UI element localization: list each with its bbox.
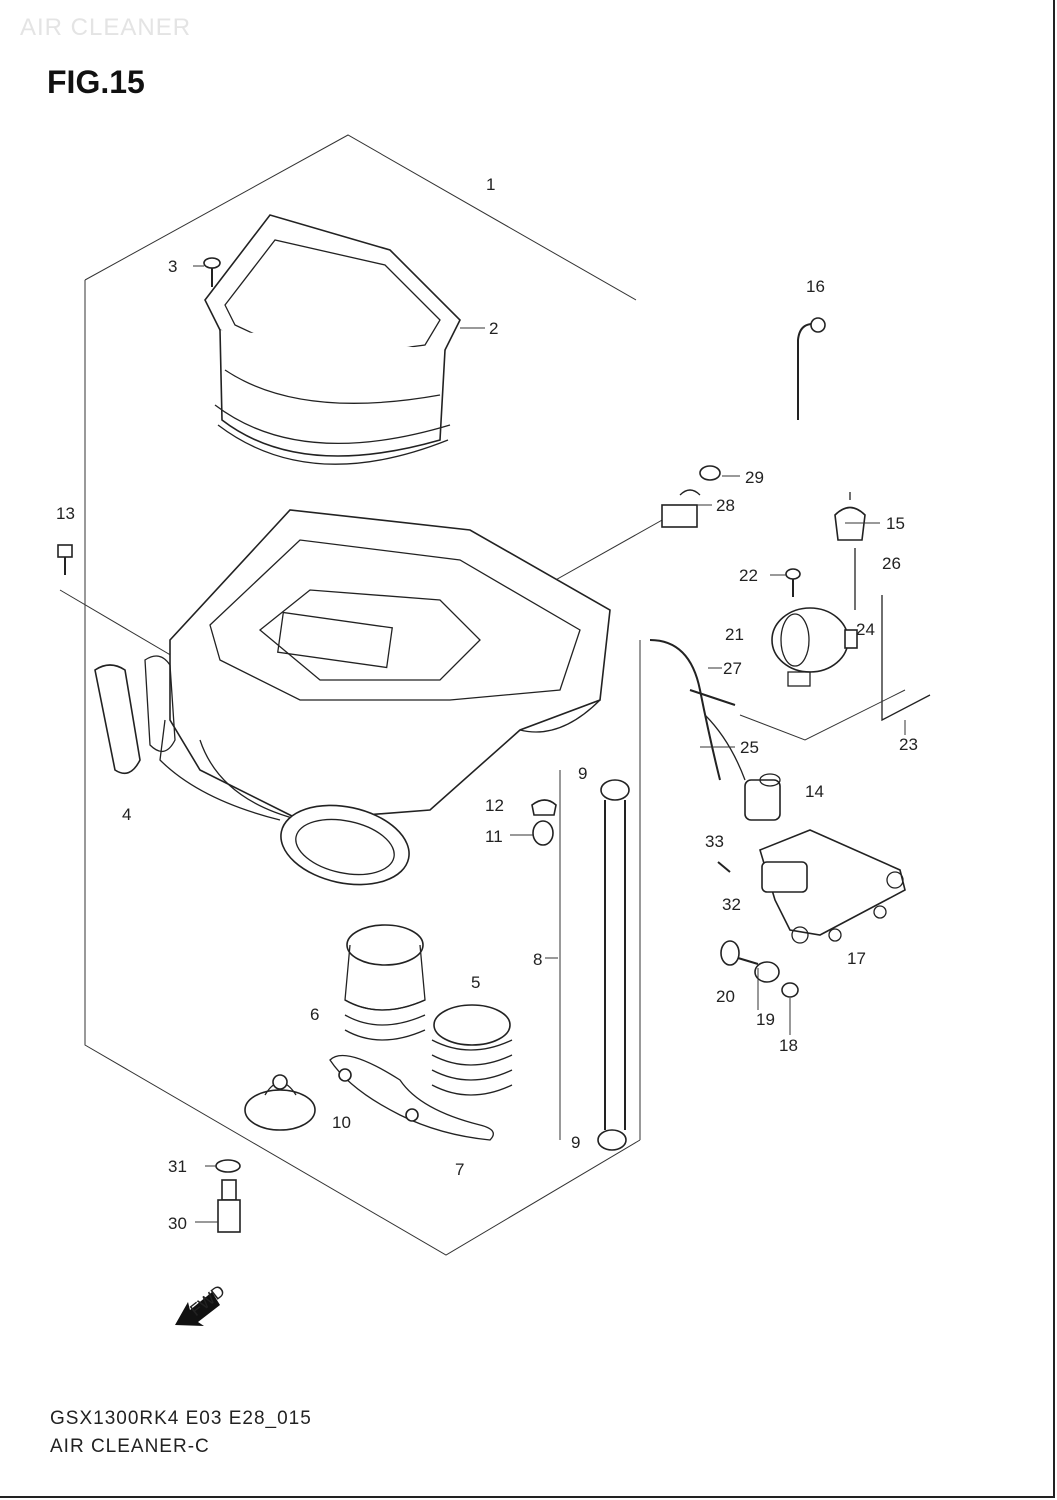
air-box-body[interactable] (159, 509, 611, 821)
seal-4[interactable] (94, 655, 176, 775)
callout-23: 23 (899, 735, 918, 754)
outlet-duct[interactable] (274, 794, 417, 895)
callout-22: 22 (739, 566, 758, 585)
diagram-code: GSX1300RK4 E03 E28_015 (50, 1408, 312, 1429)
callout-33: 33 (705, 832, 724, 851)
callout-4: 4 (122, 805, 131, 824)
callout-9b: 9 (571, 1133, 580, 1152)
callout-8: 8 (533, 950, 542, 969)
fwd-arrow-icon (175, 1292, 220, 1326)
callout-5: 5 (471, 973, 480, 992)
drain-hose-8[interactable] (559, 770, 630, 1151)
hose-16[interactable] (797, 317, 826, 420)
callout-10: 10 (332, 1113, 351, 1132)
callout-30: 30 (168, 1214, 187, 1233)
callout-21: 21 (725, 625, 744, 644)
callout-27: 27 (723, 659, 742, 678)
callout-25: 25 (740, 738, 759, 757)
watermark-text: AIR CLEANER (20, 14, 192, 41)
valve-14[interactable] (744, 773, 781, 821)
callout-16: 16 (806, 277, 825, 296)
valve-32[interactable] (761, 861, 808, 893)
bolt-20[interactable] (720, 940, 759, 966)
funnel-6[interactable] (344, 924, 426, 1041)
grommet-19[interactable] (754, 961, 780, 983)
solenoid-valve-21[interactable] (771, 607, 858, 687)
callout-32: 32 (722, 895, 741, 914)
bracket-23[interactable] (739, 548, 931, 741)
callout-31: 31 (168, 1157, 187, 1176)
callout-14: 14 (805, 782, 824, 801)
leader-lines (193, 265, 906, 1223)
callout-19: 19 (756, 1010, 775, 1029)
screw-3[interactable] (203, 257, 221, 287)
bolt-13[interactable] (57, 544, 73, 575)
callout-numbers: 1 2 3 4 5 6 7 8 9 9 10 11 12 13 14 15 16… (56, 175, 918, 1233)
callout-6: 6 (310, 1005, 319, 1024)
fitting-28[interactable] (661, 489, 701, 528)
callout-11: 11 (485, 827, 503, 846)
callout-28: 28 (716, 496, 735, 515)
cap-15[interactable] (834, 492, 866, 541)
air-cleaner-cover[interactable] (204, 214, 461, 465)
hose-25[interactable] (704, 714, 746, 781)
figure-title: FIG.15 (47, 64, 145, 100)
bracket-17[interactable] (759, 829, 906, 944)
plug-12[interactable] (531, 799, 557, 816)
callout-18: 18 (779, 1036, 798, 1055)
cap-11[interactable] (532, 820, 554, 846)
clamp-29[interactable] (699, 465, 721, 481)
callout-1: 1 (486, 175, 495, 194)
callout-15: 15 (886, 514, 905, 533)
callout-9a: 9 (578, 764, 587, 783)
callout-20: 20 (716, 987, 735, 1006)
diagram-title: AIR CLEANER-C (50, 1436, 210, 1457)
hose-27[interactable] (649, 639, 736, 781)
callout-13: 13 (56, 504, 75, 523)
funnel-5[interactable] (431, 1004, 513, 1096)
callout-12: 12 (485, 796, 504, 815)
screw-33[interactable] (717, 861, 731, 873)
callout-7: 7 (455, 1160, 464, 1179)
callout-29: 29 (745, 468, 764, 487)
screw-22[interactable] (785, 568, 801, 597)
callout-17: 17 (847, 949, 866, 968)
ring-31[interactable] (215, 1159, 241, 1173)
plug-30[interactable] (217, 1179, 241, 1233)
callout-24: 24 (856, 620, 875, 639)
callout-3: 3 (168, 257, 177, 276)
collar-18[interactable] (781, 982, 799, 998)
callout-2: 2 (489, 319, 498, 338)
callout-26: 26 (882, 554, 901, 573)
cap-10[interactable] (244, 1074, 316, 1131)
clamp-7[interactable] (329, 1054, 494, 1141)
